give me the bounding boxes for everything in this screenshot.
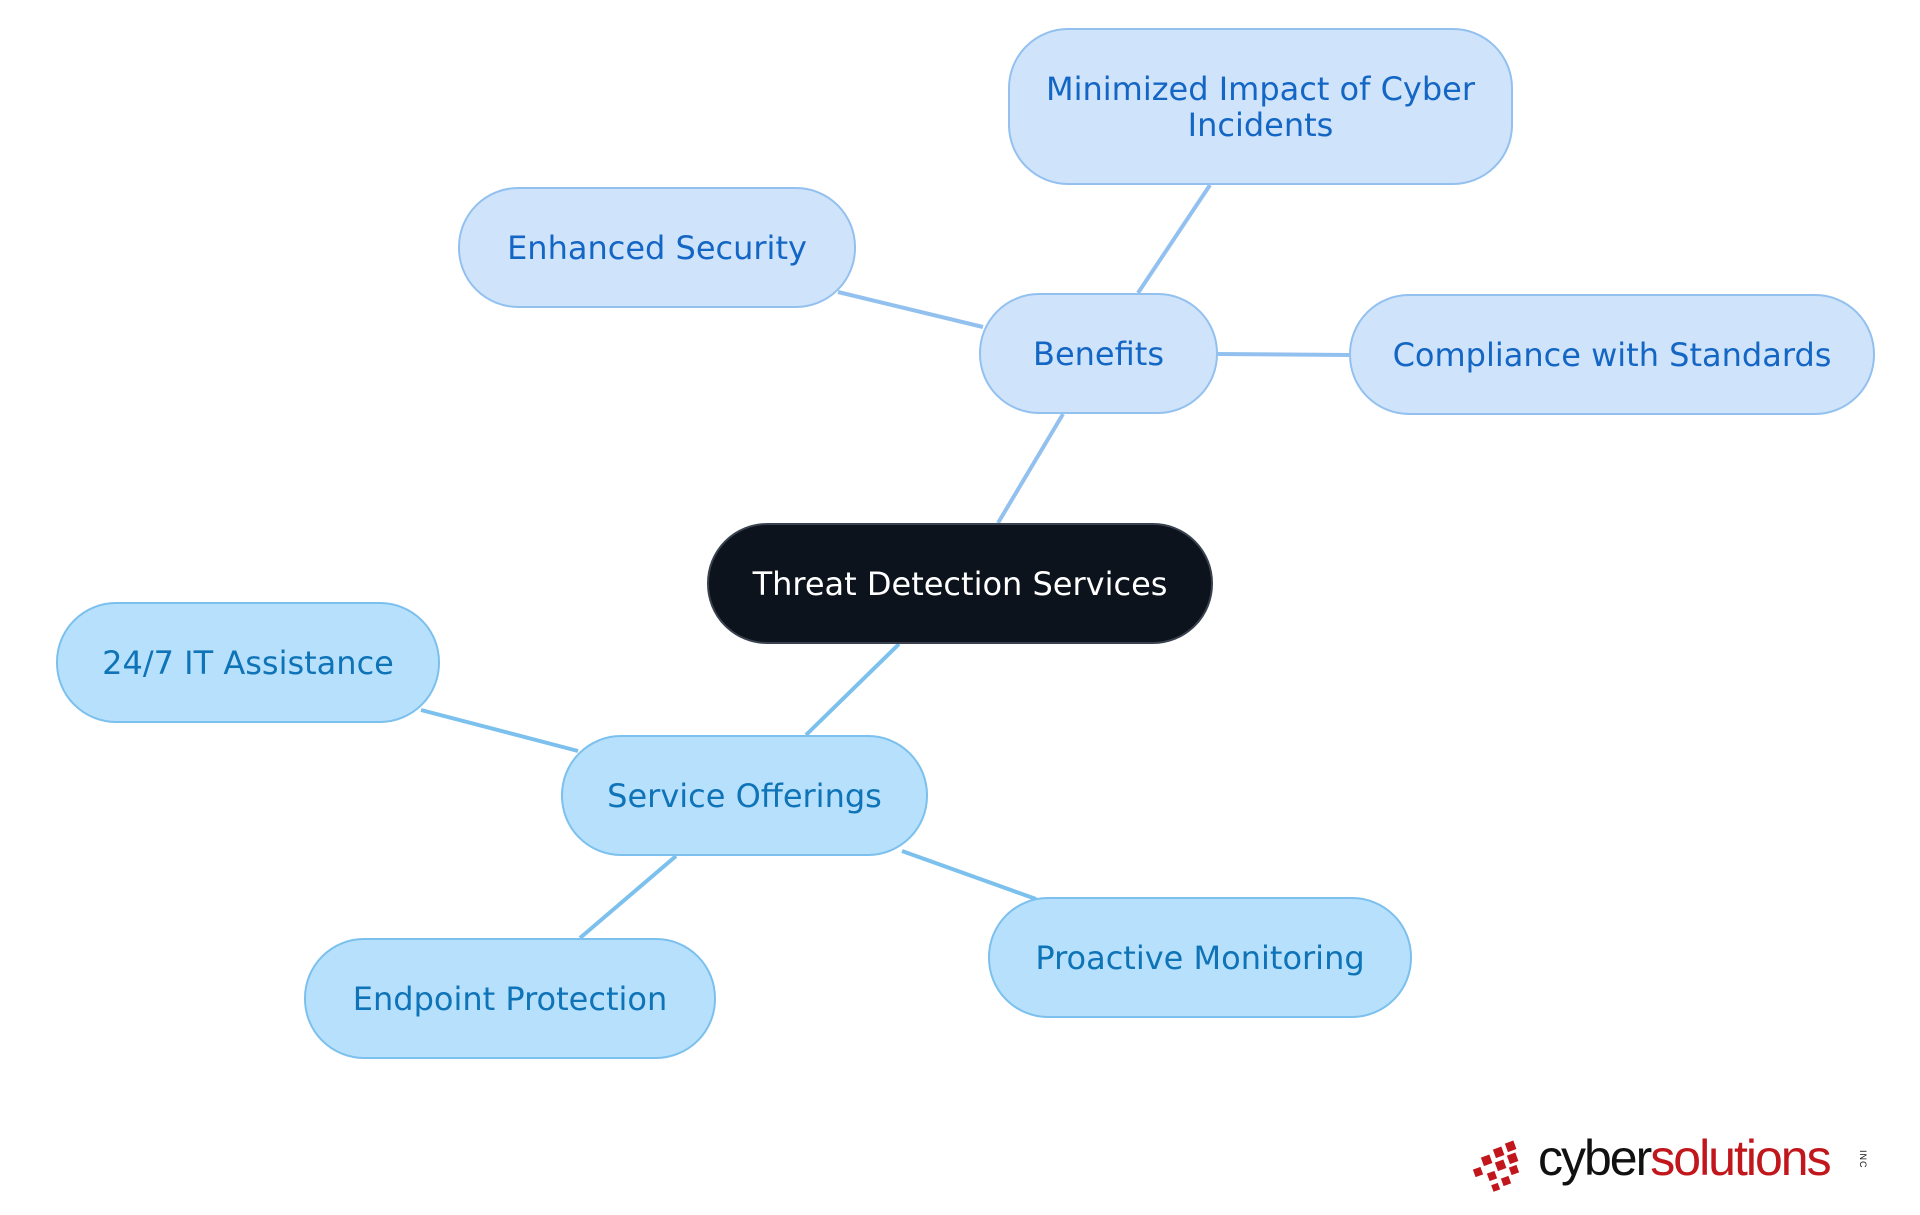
leaf-node-proactive-monitoring: Proactive Monitoring — [988, 897, 1412, 1018]
leaf-node-endpoint-protection-label: Endpoint Protection — [352, 979, 668, 1018]
logo-text-cyber: cyber — [1538, 1130, 1652, 1186]
edge-root-service-offerings — [804, 642, 901, 737]
root-node-label: Threat Detection Services — [752, 564, 1168, 603]
leaf-node-247-it-assistance: 24/7 IT Assistance — [56, 602, 440, 723]
logo-text-inc: INC — [1858, 1150, 1868, 1169]
leaf-node-proactive-monitoring-label: Proactive Monitoring — [1035, 938, 1365, 977]
leaf-node-247-it-assistance-label: 24/7 IT Assistance — [102, 643, 394, 682]
edge-benefits-minimized-impact — [1136, 183, 1212, 295]
edge-benefits-compliance — [1217, 352, 1350, 357]
edge-service-offerings-endpoint — [578, 854, 678, 940]
branch-node-service-offerings-label: Service Offerings — [607, 776, 882, 815]
logo-wordmark: cybersolutions — [1538, 1130, 1832, 1186]
edge-service-offerings-247 — [420, 708, 579, 753]
company-logo: cybersolutions INC — [1472, 1126, 1872, 1196]
logo-text-solutions: solutions — [1650, 1130, 1831, 1186]
edge-benefits-enhanced-security — [837, 290, 984, 329]
leaf-node-enhanced-security: Enhanced Security — [458, 187, 856, 308]
leaf-node-compliance: Compliance with Standards — [1349, 294, 1875, 415]
leaf-node-compliance-label: Compliance with Standards — [1392, 335, 1832, 374]
branch-node-benefits: Benefits — [979, 293, 1218, 414]
edge-service-offerings-proactive — [901, 849, 1037, 901]
root-node: Threat Detection Services — [707, 523, 1213, 644]
leaf-node-minimized-impact-label: Minimized Impact of Cyber Incidents — [1046, 69, 1475, 144]
edge-root-benefits — [996, 412, 1065, 525]
leaf-node-endpoint-protection: Endpoint Protection — [304, 938, 716, 1059]
leaf-node-enhanced-security-label: Enhanced Security — [507, 228, 807, 267]
logo-mark-icon — [1472, 1140, 1520, 1192]
branch-node-service-offerings: Service Offerings — [561, 735, 928, 856]
branch-node-benefits-label: Benefits — [1033, 334, 1164, 373]
leaf-node-minimized-impact: Minimized Impact of Cyber Incidents — [1008, 28, 1513, 185]
